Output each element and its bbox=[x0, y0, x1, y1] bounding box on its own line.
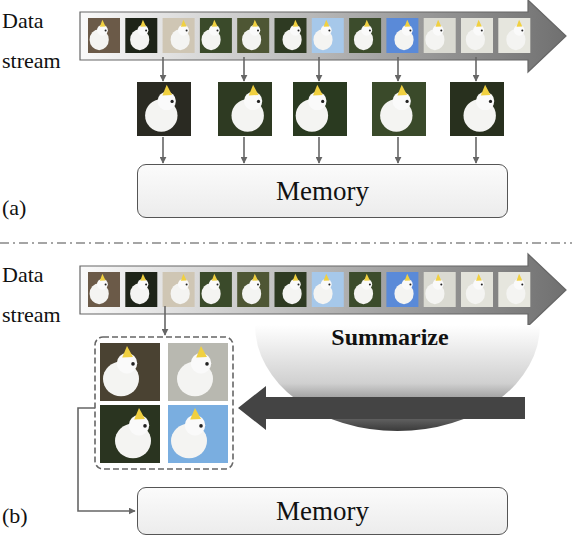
photo-background bbox=[137, 82, 191, 136]
stream-title: Data stream bbox=[2, 255, 78, 335]
memory-title: Memory bbox=[276, 496, 369, 527]
memory-box: Memory bbox=[137, 164, 508, 218]
panel-label: (a) bbox=[2, 195, 42, 221]
photo-background bbox=[293, 82, 347, 136]
bird-photo bbox=[293, 82, 347, 136]
photo-background bbox=[218, 82, 272, 136]
bird-eye bbox=[489, 100, 492, 103]
bird-crest bbox=[190, 408, 201, 420]
bird-body bbox=[380, 99, 412, 131]
photo-background bbox=[168, 343, 228, 401]
bird-head bbox=[244, 92, 262, 110]
bird-crest bbox=[313, 85, 323, 96]
bird-head bbox=[158, 92, 176, 110]
memory-title: Memory bbox=[276, 176, 369, 207]
bird-body bbox=[296, 99, 328, 131]
bird-eye bbox=[199, 424, 203, 428]
bird-crest bbox=[397, 85, 407, 96]
bird-body bbox=[171, 424, 207, 459]
bird-eye bbox=[321, 100, 324, 103]
store-arrow bbox=[162, 137, 164, 163]
bird-crest bbox=[134, 408, 145, 420]
stream-arrow-shape bbox=[80, 254, 568, 326]
bird-eye bbox=[143, 424, 147, 428]
summary-set-box bbox=[95, 337, 233, 469]
bird-photo bbox=[218, 82, 272, 136]
bird-head bbox=[185, 415, 205, 435]
panel-label: (b) bbox=[2, 503, 42, 529]
bird-photo bbox=[100, 405, 160, 463]
photo-background bbox=[100, 405, 160, 463]
stream-arrow-outline bbox=[80, 0, 566, 72]
bird-eye bbox=[257, 100, 260, 103]
bird-crest bbox=[162, 85, 172, 96]
bird-body bbox=[177, 362, 213, 397]
data-stream-band: Data stream bbox=[80, 254, 568, 326]
bird-photo bbox=[137, 82, 191, 136]
bird-eye bbox=[405, 100, 408, 103]
data-stream-band: Data stream bbox=[80, 0, 568, 72]
bird-body bbox=[232, 99, 264, 131]
store-arrow bbox=[78, 408, 135, 511]
bird-head bbox=[191, 353, 211, 373]
bird-body bbox=[145, 99, 177, 131]
photo-background bbox=[168, 405, 228, 463]
bird-head bbox=[308, 92, 326, 110]
bird-crest bbox=[249, 85, 259, 96]
summarize-arrow bbox=[238, 386, 525, 430]
summarize-shape bbox=[255, 325, 540, 431]
photo-background bbox=[100, 343, 160, 401]
memory-box: Memory bbox=[137, 487, 508, 535]
bird-crest bbox=[122, 346, 133, 358]
bird-eye bbox=[131, 362, 135, 366]
store-arrow bbox=[397, 137, 399, 163]
photo-background bbox=[450, 82, 504, 136]
bird-head bbox=[117, 353, 137, 373]
store-arrow bbox=[475, 137, 477, 163]
stream-title: Data stream bbox=[2, 1, 78, 81]
bird-photo bbox=[372, 82, 426, 136]
bird-eye bbox=[205, 362, 209, 366]
bird-body bbox=[103, 362, 139, 397]
process-label: Summarize bbox=[290, 324, 490, 351]
bird-body bbox=[115, 424, 151, 459]
bird-head bbox=[129, 415, 149, 435]
photo-background bbox=[372, 82, 426, 136]
bird-head bbox=[393, 92, 411, 110]
panel-separator bbox=[0, 242, 572, 243]
bird-photo bbox=[168, 405, 228, 463]
stream-arrow-shape bbox=[80, 0, 568, 72]
bird-eye bbox=[170, 100, 173, 103]
bird-photo bbox=[100, 343, 160, 401]
store-arrow bbox=[318, 137, 320, 163]
bird-head bbox=[476, 92, 494, 110]
bird-photo bbox=[168, 343, 228, 401]
stream-arrow-outline bbox=[80, 254, 566, 326]
bird-photo bbox=[450, 82, 504, 136]
bird-crest bbox=[196, 346, 207, 358]
store-arrow bbox=[243, 137, 245, 163]
bird-crest bbox=[481, 85, 491, 96]
bird-body bbox=[464, 99, 496, 131]
